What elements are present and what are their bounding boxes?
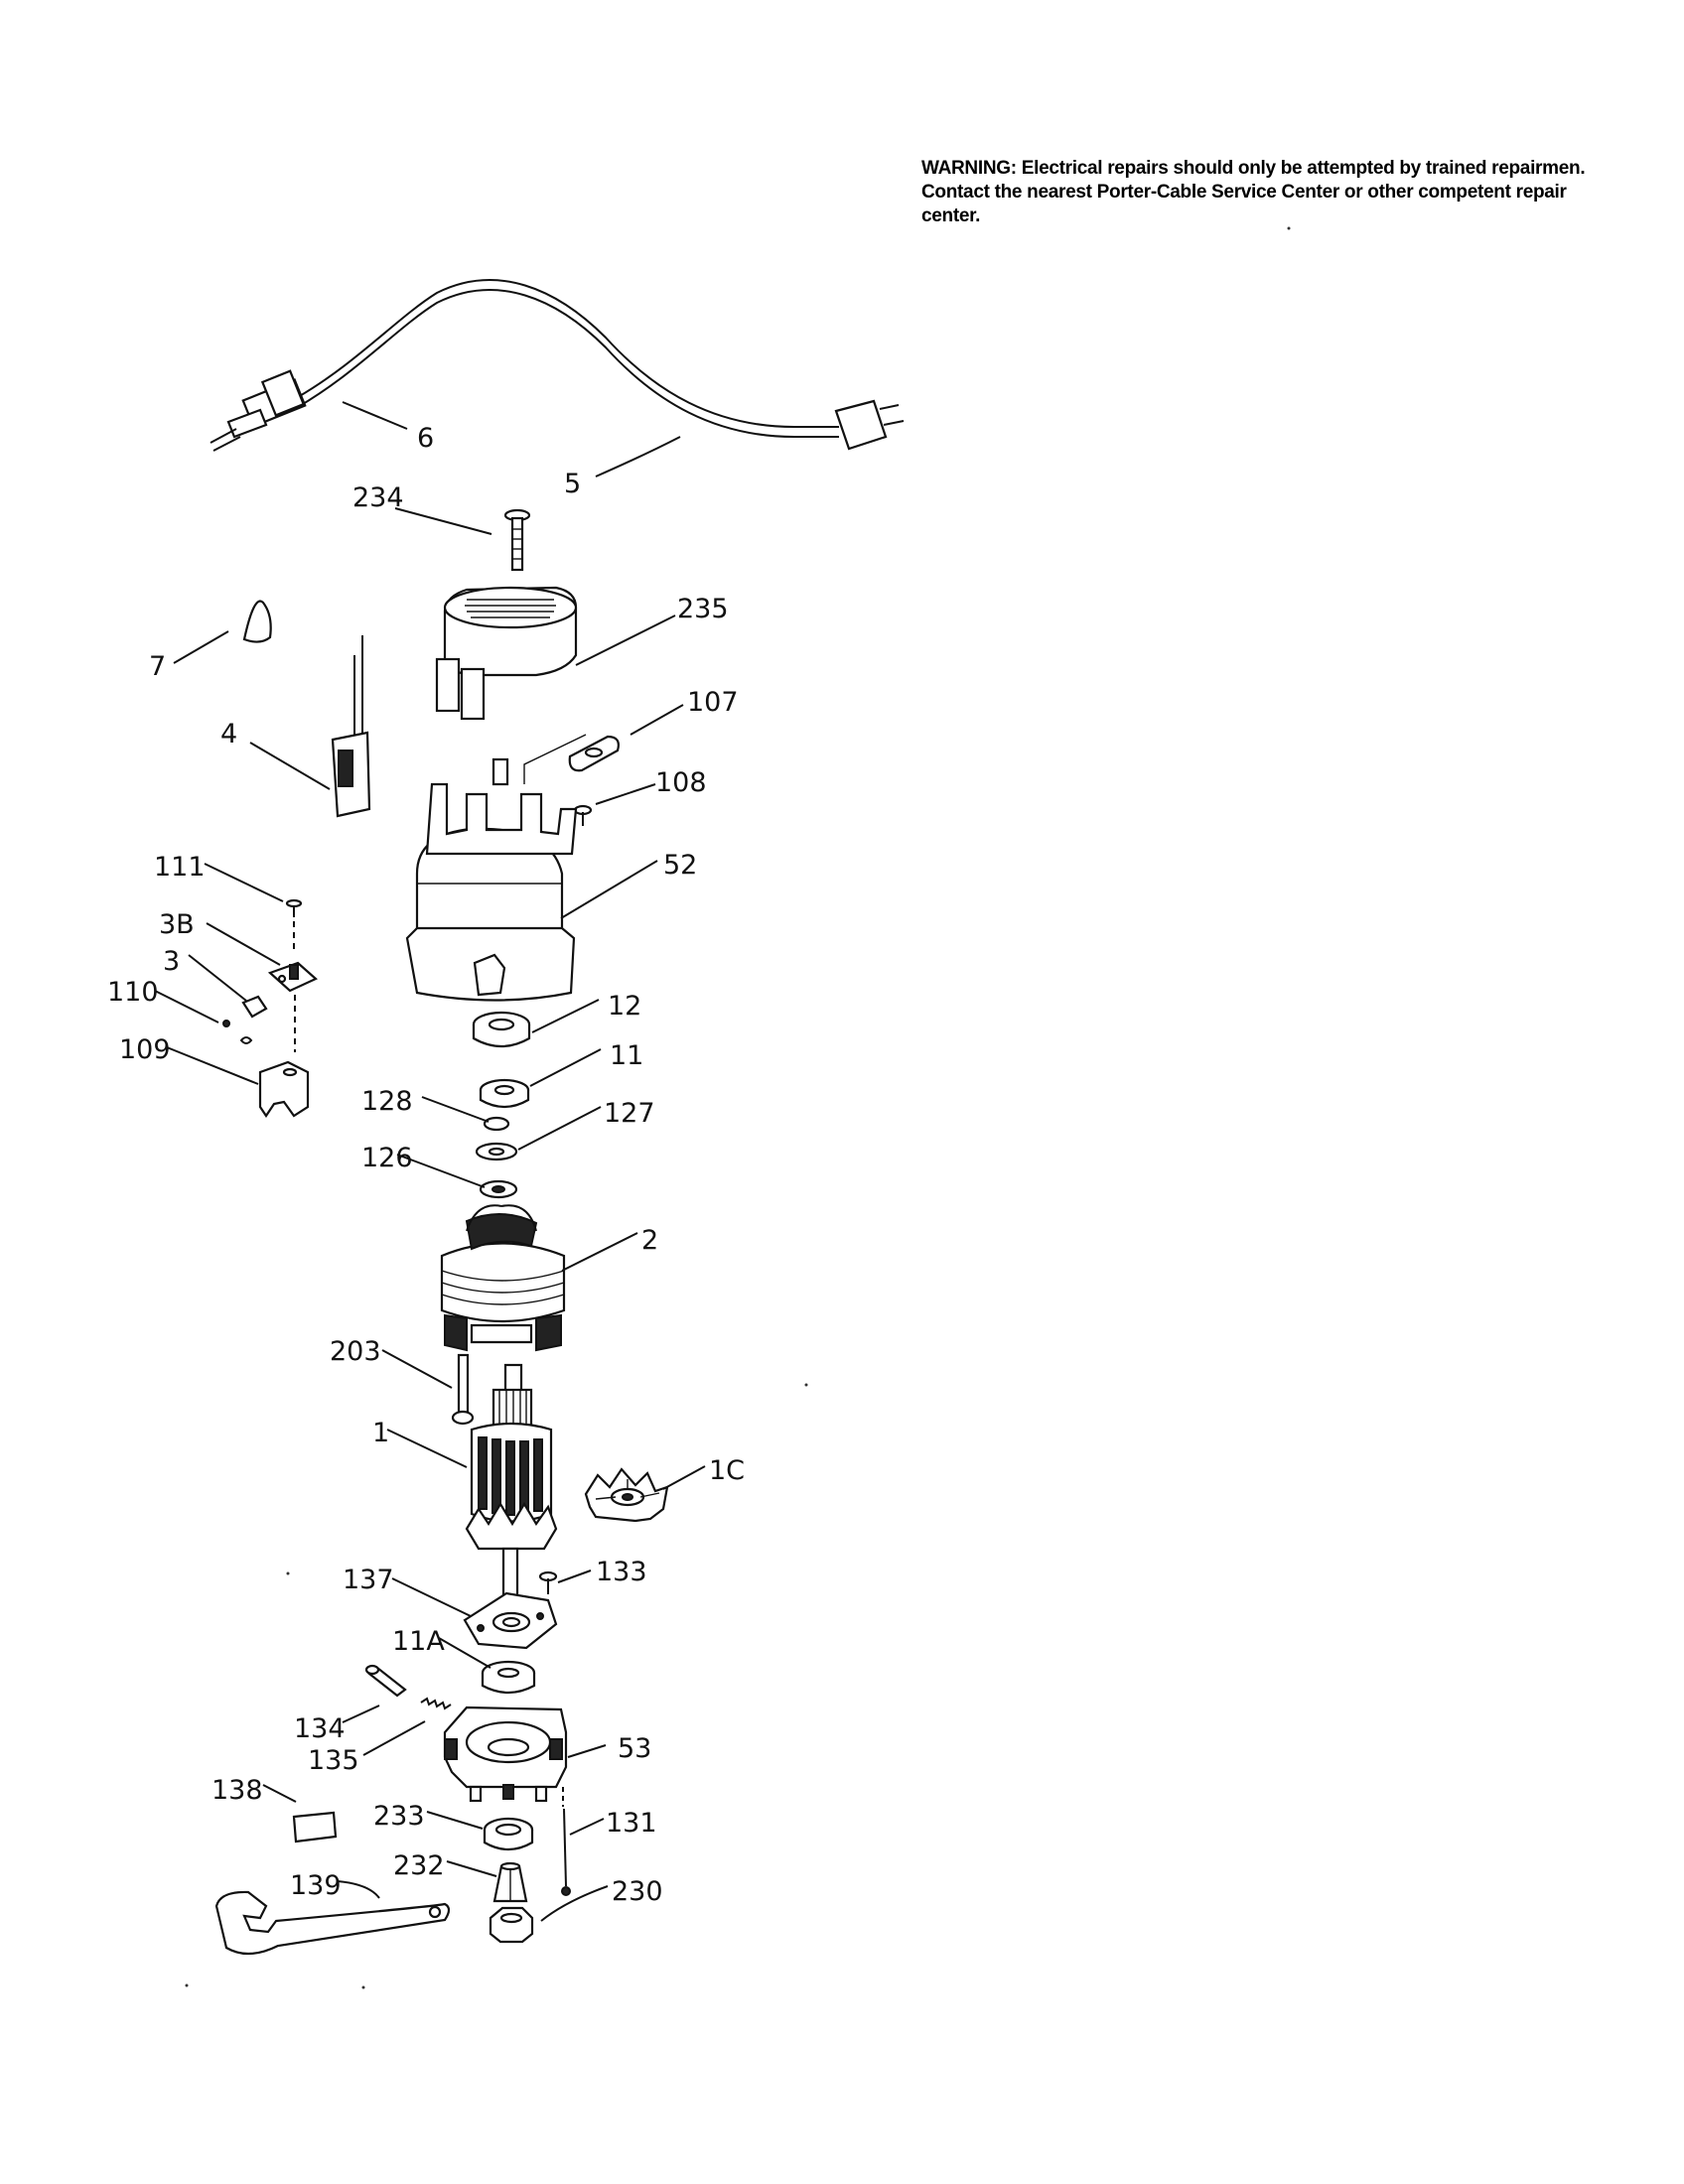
armature-icon <box>465 1363 558 1600</box>
label-111: 111 <box>154 852 206 883</box>
motor-housing-icon <box>405 757 578 1002</box>
label-138-icon <box>292 1811 338 1843</box>
label-128: 128 <box>361 1086 413 1117</box>
label-137: 137 <box>343 1565 394 1595</box>
spring-110-icon <box>222 995 296 1052</box>
label-7: 7 <box>149 651 166 682</box>
label-11: 11 <box>610 1040 643 1071</box>
label-5: 5 <box>564 469 581 499</box>
label-1: 1 <box>372 1418 389 1448</box>
ring-128-icon <box>483 1116 510 1132</box>
label-133: 133 <box>596 1557 647 1587</box>
wrench-icon <box>214 1890 451 1956</box>
label-6: 6 <box>417 423 434 454</box>
collet-232-icon <box>492 1861 528 1903</box>
screw-111-icon <box>285 898 303 953</box>
label-235: 235 <box>677 594 729 624</box>
rod-131-icon <box>561 1787 571 1896</box>
label-230: 230 <box>612 1876 663 1907</box>
screw-133-icon <box>538 1570 558 1594</box>
washer-127-icon <box>475 1142 518 1161</box>
seal-233-icon <box>483 1817 534 1851</box>
nut-230-icon <box>489 1906 534 1944</box>
screw-203-icon <box>451 1353 475 1426</box>
brush-cap-109-icon <box>258 1060 310 1118</box>
spring-135-icon <box>420 1697 452 1710</box>
label-11A: 11A <box>392 1626 445 1657</box>
warning-text: WARNING: Electrical repairs should only … <box>921 158 1586 226</box>
bracket-3b-icon <box>267 961 318 993</box>
label-203: 203 <box>330 1336 381 1367</box>
pin-134-icon <box>364 1664 407 1698</box>
label-3: 3 <box>163 946 180 977</box>
part-labels: 6 5 234 7 235 107 4 108 52 111 3B 3 110 … <box>107 423 745 1907</box>
label-234: 234 <box>352 482 404 513</box>
fan-icon <box>584 1467 669 1523</box>
label-232: 232 <box>393 1850 445 1881</box>
scan-specks <box>185 226 1291 1989</box>
label-1C: 1C <box>709 1455 745 1486</box>
field-stator-icon <box>440 1204 566 1352</box>
label-135: 135 <box>308 1745 359 1776</box>
label-127: 127 <box>604 1098 655 1129</box>
label-109: 109 <box>119 1034 171 1065</box>
cone-7-icon <box>242 600 272 643</box>
bearing-plate-137-icon <box>463 1591 558 1650</box>
label-3B: 3B <box>159 909 195 940</box>
label-233: 233 <box>373 1801 425 1832</box>
label-53: 53 <box>618 1733 651 1764</box>
label-138: 138 <box>211 1775 263 1806</box>
brush-3-icon <box>241 995 268 1019</box>
label-139: 139 <box>290 1870 342 1901</box>
power-cord-plug-icon <box>210 279 905 452</box>
switch-4-icon <box>331 635 371 818</box>
bearing-12-icon <box>472 1011 531 1048</box>
label-4: 4 <box>220 719 237 750</box>
screw-108-icon <box>573 804 593 826</box>
screw-234-icon <box>503 508 531 572</box>
motor-cap-icon <box>435 586 578 721</box>
motor-base-icon <box>443 1706 568 1803</box>
label-52: 52 <box>663 850 697 881</box>
label-110: 110 <box>107 977 159 1008</box>
label-126: 126 <box>361 1143 413 1173</box>
bearing-11-icon <box>479 1078 530 1109</box>
label-12: 12 <box>608 991 641 1022</box>
bearing-11a-icon <box>481 1660 536 1695</box>
label-108: 108 <box>655 767 707 798</box>
label-134: 134 <box>294 1713 346 1744</box>
label-107: 107 <box>687 687 739 718</box>
label-131: 131 <box>606 1808 657 1839</box>
label-2: 2 <box>641 1225 658 1256</box>
leader-lines <box>154 401 706 1922</box>
plate-107-icon <box>523 734 620 784</box>
washer-126-icon <box>479 1179 518 1199</box>
